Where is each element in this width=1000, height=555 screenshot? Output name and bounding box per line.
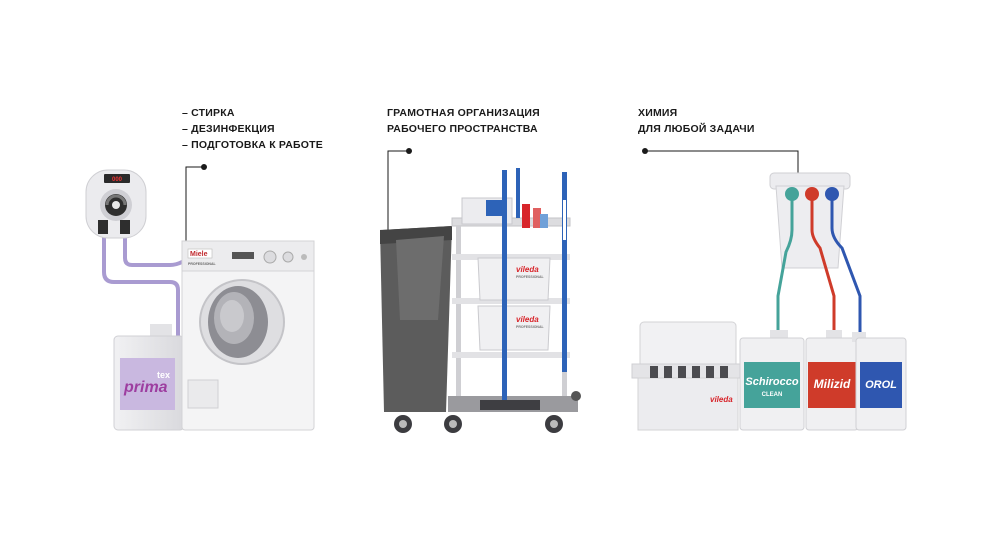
caption-line: РАБОЧЕГО ПРОСТРАНСТВА [387, 123, 538, 135]
orol-label: OROL [865, 379, 897, 391]
washing-machine: Miele PROFESSIONAL [181, 240, 315, 431]
vileda-box: vileda [631, 321, 741, 431]
detergent-canister: tex prima [113, 324, 185, 431]
vileda-sub-label: PROFESSIONAL [516, 275, 544, 279]
vileda-logo: vileda [516, 315, 539, 324]
cart-bag [380, 226, 452, 412]
cart-wheels [394, 391, 581, 433]
vileda-logo: vileda [516, 265, 539, 274]
caption-line: – ПОДГОТОВКА К РАБОТЕ [182, 139, 323, 151]
laundry-panel: 000 tex prima Miele PROFESSIONAL [85, 164, 315, 431]
dosing-pump: 000 [85, 169, 147, 239]
cart-leader-line [387, 148, 412, 232]
caption-line: – СТИРКА [182, 107, 235, 119]
dosing-hoses [102, 233, 192, 340]
schirocco-label: Schirocco [745, 376, 798, 388]
prima-logo: tex prima [123, 370, 170, 396]
vileda-box-logo: vileda [710, 395, 733, 404]
chemical-dispenser [769, 172, 851, 269]
orol-canister: OROL [852, 332, 907, 431]
tex-label: tex [157, 370, 170, 380]
chemistry-leader-line [642, 148, 799, 173]
milizid-canister: Milizid [805, 330, 859, 431]
caption-chemistry: ХИМИЯ ДЛЯ ЛЮБОЙ ЗАДАЧИ [638, 105, 755, 137]
caption-line: ГРАМОТНАЯ ОРГАНИЗАЦИЯ [387, 107, 540, 119]
chemistry-panel: vileda Schirocco CLEAN Milizid OROL [631, 148, 907, 431]
cart-panel: vileda PROFESSIONAL vileda PROFESSIONAL [380, 148, 581, 433]
caption-line: – ДЕЗИНФЕКЦИЯ [182, 123, 275, 135]
milizid-label: Milizid [814, 377, 851, 391]
schirocco-sub-label: CLEAN [762, 392, 783, 398]
laundry-leader-line [185, 164, 207, 245]
cart-buckets: vileda PROFESSIONAL vileda PROFESSIONAL [461, 168, 567, 400]
vileda-sub-label: PROFESSIONAL [516, 325, 544, 329]
caption-line: ХИМИЯ [638, 107, 678, 119]
caption-line: ДЛЯ ЛЮБОЙ ЗАДАЧИ [638, 123, 755, 135]
caption-laundry: – СТИРКА – ДЕЗИНФЕКЦИЯ – ПОДГОТОВКА К РА… [182, 105, 323, 153]
schirocco-canister: Schirocco CLEAN [739, 330, 805, 431]
caption-cart: ГРАМОТНАЯ ОРГАНИЗАЦИЯ РАБОЧЕГО ПРОСТРАНС… [387, 105, 540, 137]
miele-logo: Miele [190, 251, 208, 258]
miele-sub-label: PROFESSIONAL [188, 262, 216, 266]
chemical-hoses [776, 200, 862, 338]
svg-text:000: 000 [112, 177, 123, 183]
prima-label: prima [123, 379, 168, 396]
